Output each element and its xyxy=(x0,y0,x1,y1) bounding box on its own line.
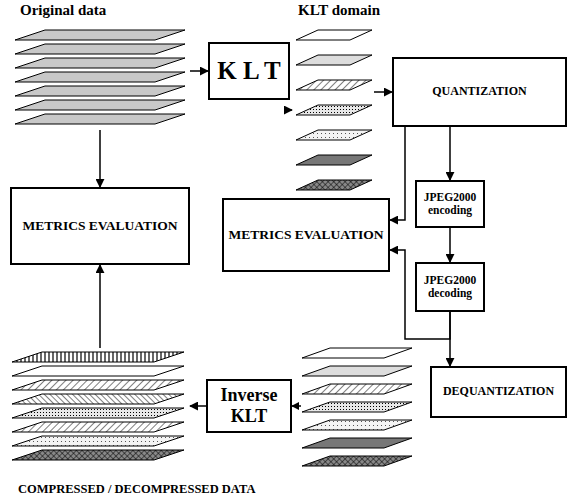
data-slice xyxy=(12,422,184,432)
metrics-box: METRICS EVALUATION xyxy=(10,187,190,265)
data-slice xyxy=(296,55,372,65)
data-slice xyxy=(296,130,372,140)
data-stack: KLT domain xyxy=(292,2,374,195)
data-slice xyxy=(296,105,372,115)
data-slice xyxy=(302,456,412,466)
stack-arrow xyxy=(292,405,301,407)
box-label: JPEG2000 decoding xyxy=(420,274,480,300)
box-label: METRICS EVALUATION xyxy=(228,227,383,243)
codec-box: JPEG2000 encoding xyxy=(415,180,485,228)
flow-arrow xyxy=(99,265,101,348)
metrics-box: METRICS EVALUATION xyxy=(222,198,390,272)
data-slice xyxy=(302,438,412,448)
data-slice xyxy=(302,348,412,358)
box-label: QUANTIZATION xyxy=(432,85,526,99)
data-slice xyxy=(12,380,184,390)
stack-label: COMPRESSED / DECOMPRESSED DATA xyxy=(18,482,255,496)
data-slice xyxy=(302,420,412,430)
process-box: QUANTIZATION xyxy=(392,57,567,127)
box-label: K L T xyxy=(217,57,280,86)
transform-box: Inverse KLT xyxy=(206,379,292,432)
data-slice xyxy=(12,352,184,362)
flow-arrow xyxy=(99,130,101,187)
flow-arrow xyxy=(449,127,451,180)
data-slice xyxy=(15,100,185,110)
data-slice xyxy=(12,436,184,446)
data-slice xyxy=(12,366,184,376)
data-slice xyxy=(12,450,184,460)
data-slice xyxy=(15,58,185,68)
data-slice xyxy=(296,155,372,165)
data-slice xyxy=(302,384,412,394)
data-slice xyxy=(296,30,372,40)
stack-label: KLT domain xyxy=(298,2,380,19)
box-label: Inverse KLT xyxy=(211,385,287,426)
data-stack: Original data xyxy=(12,2,190,130)
process-box: DEQUANTIZATION xyxy=(430,366,567,418)
flow-arrow xyxy=(390,127,405,220)
flow-arrow xyxy=(190,405,206,407)
transform-box: K L T xyxy=(208,42,290,100)
codec-box: JPEG2000 decoding xyxy=(415,262,485,312)
data-slice xyxy=(296,180,372,190)
data-slice xyxy=(302,402,412,412)
flow-arrow xyxy=(374,91,392,93)
box-label: DEQUANTIZATION xyxy=(443,385,554,399)
data-slice xyxy=(302,366,412,376)
box-label: JPEG2000 encoding xyxy=(420,191,480,217)
data-slice xyxy=(296,80,372,90)
data-slice xyxy=(15,30,185,40)
data-slice xyxy=(12,394,184,404)
box-label: METRICS EVALUATION xyxy=(22,218,177,234)
stack-label: Original data xyxy=(20,2,106,19)
data-slice xyxy=(15,72,185,82)
flow-arrow xyxy=(449,228,451,262)
data-slice xyxy=(12,408,184,418)
data-slice xyxy=(15,114,185,124)
data-stack: COMPRESSED / DECOMPRESSED DATA xyxy=(10,348,190,496)
flow-arrow xyxy=(190,70,208,72)
data-slice xyxy=(15,44,185,54)
flow-arrow xyxy=(290,109,292,111)
data-slice xyxy=(15,86,185,96)
